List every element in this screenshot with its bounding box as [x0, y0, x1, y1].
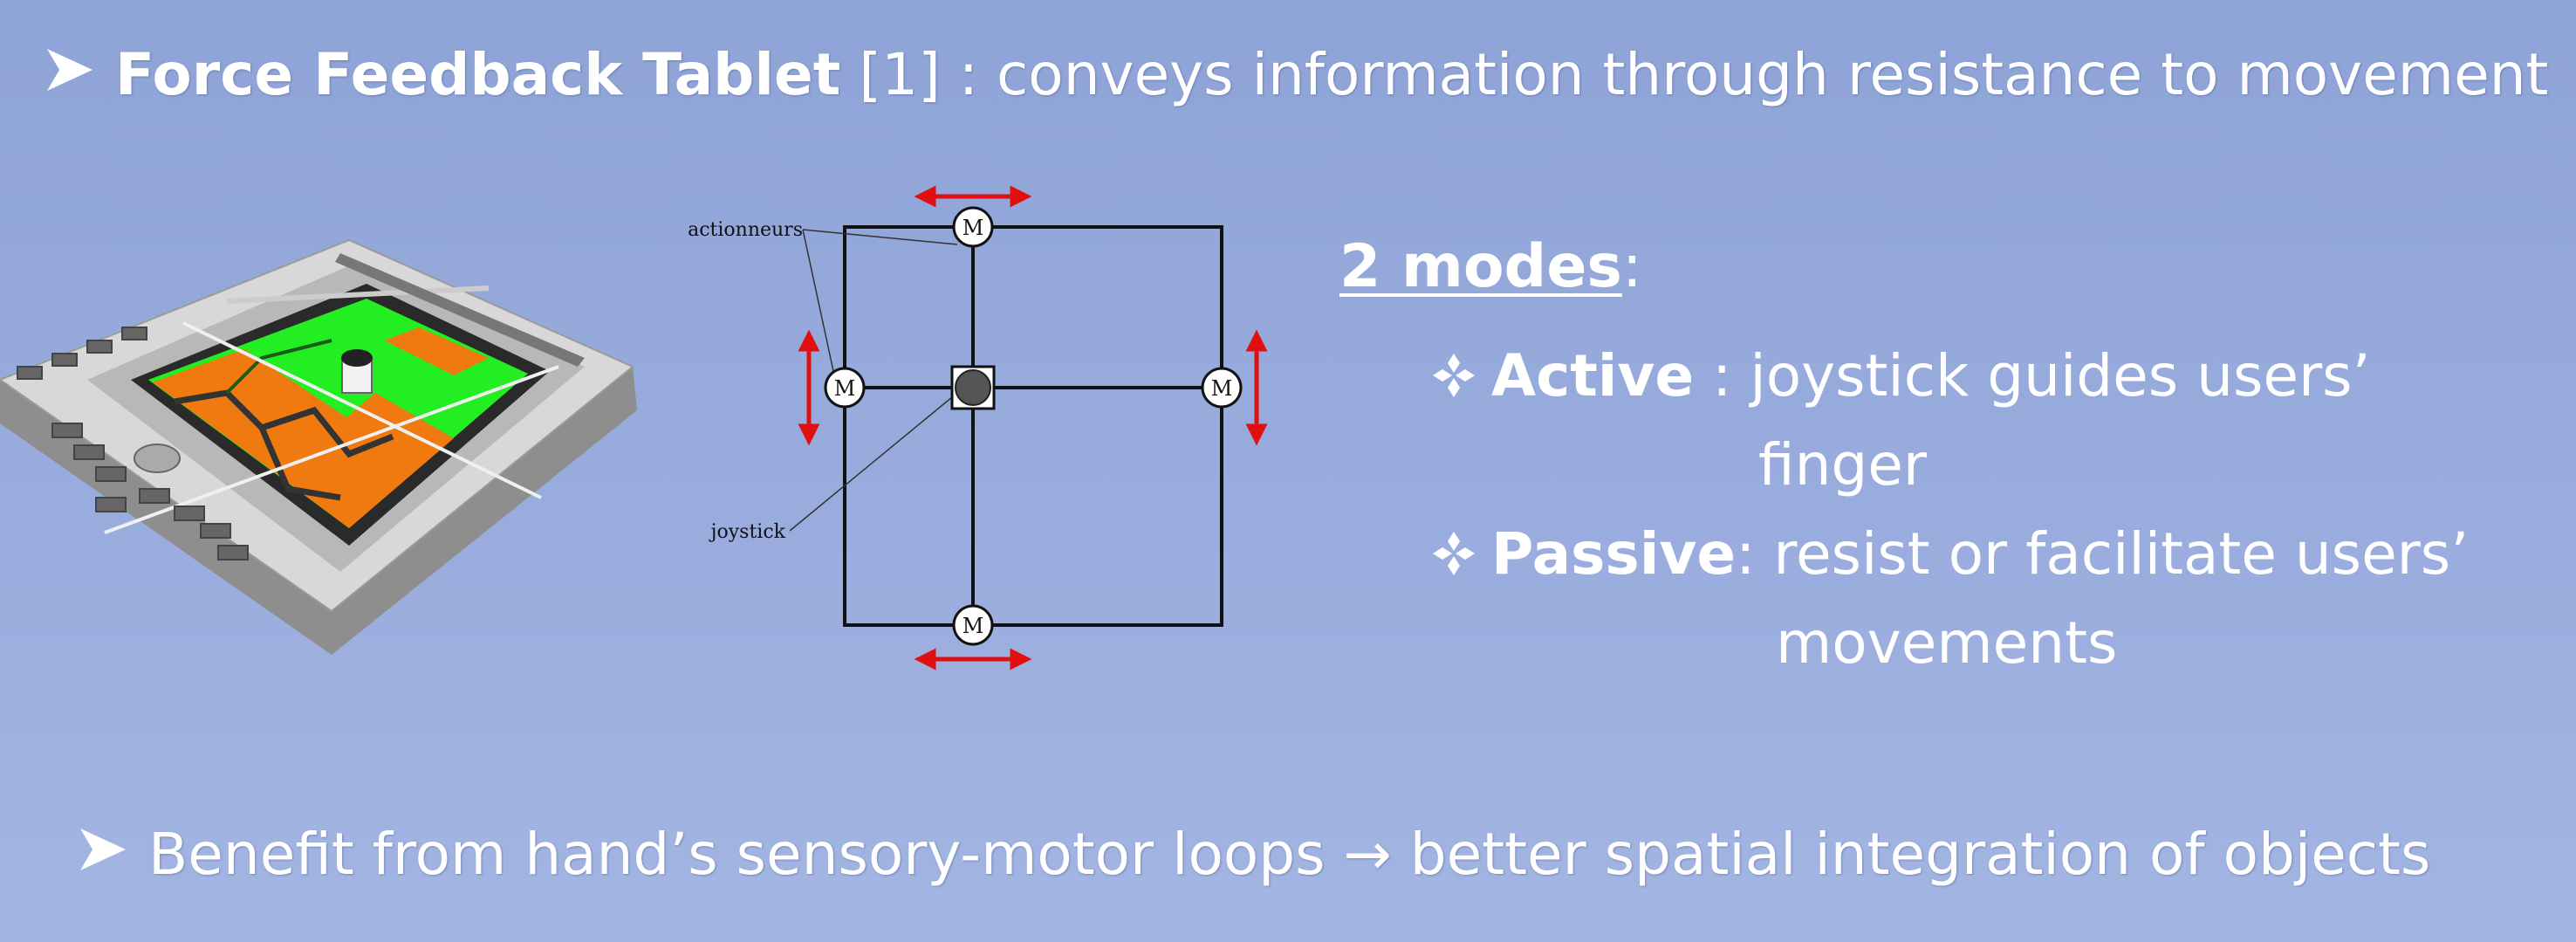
svg-text:M: M [963, 614, 984, 638]
arrow-bullet-icon [77, 825, 129, 874]
bullet-rest-text: [1] : conveys information through resist… [840, 41, 2549, 108]
motor-bottom: M [952, 604, 994, 646]
actuator-diagram: actionneurs joystick M M M M [688, 185, 1268, 670]
mode-active-label: Active [1491, 342, 1695, 409]
mode-passive: Passive: resist or facilitate users’ [1427, 526, 2469, 587]
svg-text:M: M [963, 216, 984, 240]
modes-title-colon: : [1621, 232, 1642, 301]
diamond-bullet-icon [1427, 529, 1481, 587]
bullet-bold-title: Force Feedback Tablet [115, 41, 841, 108]
mode-passive-label: Passive [1491, 520, 1737, 588]
svg-text:M: M [1211, 376, 1233, 401]
mode-active-text: : joystick guides users’ [1694, 342, 2371, 409]
mode-active: Active : joystick guides users’ [1427, 347, 2370, 409]
bullet-force-feedback: Force Feedback Tablet [1] : conveys info… [44, 45, 2548, 104]
label-actuators: actionneurs [688, 219, 803, 241]
tablet-illustration [0, 238, 637, 655]
bullet-benefit: Benefit from hand’s sensory-motor loops … [77, 825, 2430, 884]
motor-right: M [1201, 367, 1243, 409]
modes-title: 2 modes: [1339, 237, 1642, 297]
modes-title-text: 2 modes [1339, 232, 1622, 301]
svg-text:M: M [834, 376, 856, 401]
motor-left: M [824, 367, 866, 409]
joystick-knob [950, 365, 996, 410]
mode-active-continuation: finger [1758, 431, 1928, 499]
mode-passive-text: : resist or facilitate users’ [1736, 520, 2470, 588]
benefit-text: Benefit from hand’s sensory-motor loops … [148, 821, 2431, 888]
mode-passive-continuation: movements [1776, 609, 2118, 677]
label-joystick: joystick [709, 521, 786, 543]
diamond-bullet-icon [1427, 351, 1481, 409]
motor-top: M [952, 206, 994, 248]
arrow-bullet-icon [44, 45, 96, 94]
